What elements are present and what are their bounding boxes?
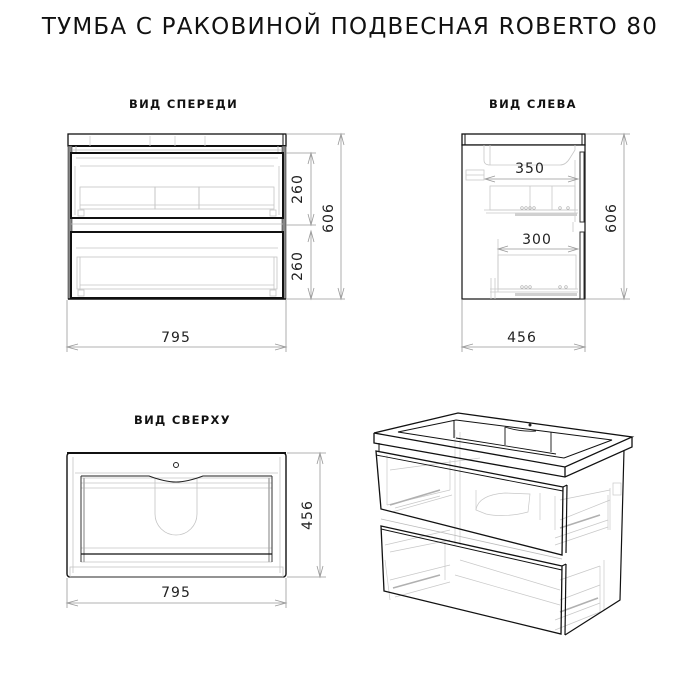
top-depth-dimension: 456 xyxy=(300,500,316,530)
side-body xyxy=(461,144,586,300)
front-sink-top xyxy=(67,133,287,147)
side-total-height-dimension: 606 xyxy=(604,203,620,233)
front-width-dimension: 795 xyxy=(161,330,191,346)
top-view-label: ВИД СВЕРХУ xyxy=(134,413,231,427)
iso-upper-drawer xyxy=(375,450,564,556)
front-total-height-dimension: 606 xyxy=(321,203,337,233)
side-lower-drawer-depth-dimension: 300 xyxy=(522,232,552,248)
isometric-view xyxy=(373,412,635,636)
top-outline xyxy=(66,452,287,578)
page-title: ТУМБА С РАКОВИНОЙ ПОДВЕСНАЯ ROBERTO 80 xyxy=(41,14,659,40)
front-view-label: ВИД СПЕРЕДИ xyxy=(129,97,239,111)
top-view: 795 456 xyxy=(65,451,326,608)
side-sink-top xyxy=(461,133,586,146)
front-upper-drawer xyxy=(70,152,284,219)
side-view: 350 300 456 606 xyxy=(460,132,630,352)
tap-hole xyxy=(173,462,179,468)
side-depth-dimension: 456 xyxy=(507,330,537,346)
front-view: 795 260 260 606 xyxy=(65,132,345,352)
side-upper-drawer-depth-dimension: 350 xyxy=(515,161,545,177)
front-upper-drawer-height-dimension: 260 xyxy=(290,174,306,204)
front-lower-drawer xyxy=(70,231,284,299)
front-lower-drawer-height-dimension: 260 xyxy=(290,251,306,281)
top-width-dimension: 795 xyxy=(161,585,191,601)
side-view-label: ВИД СЛЕВА xyxy=(489,97,577,111)
iso-lower-drawer xyxy=(380,525,563,635)
